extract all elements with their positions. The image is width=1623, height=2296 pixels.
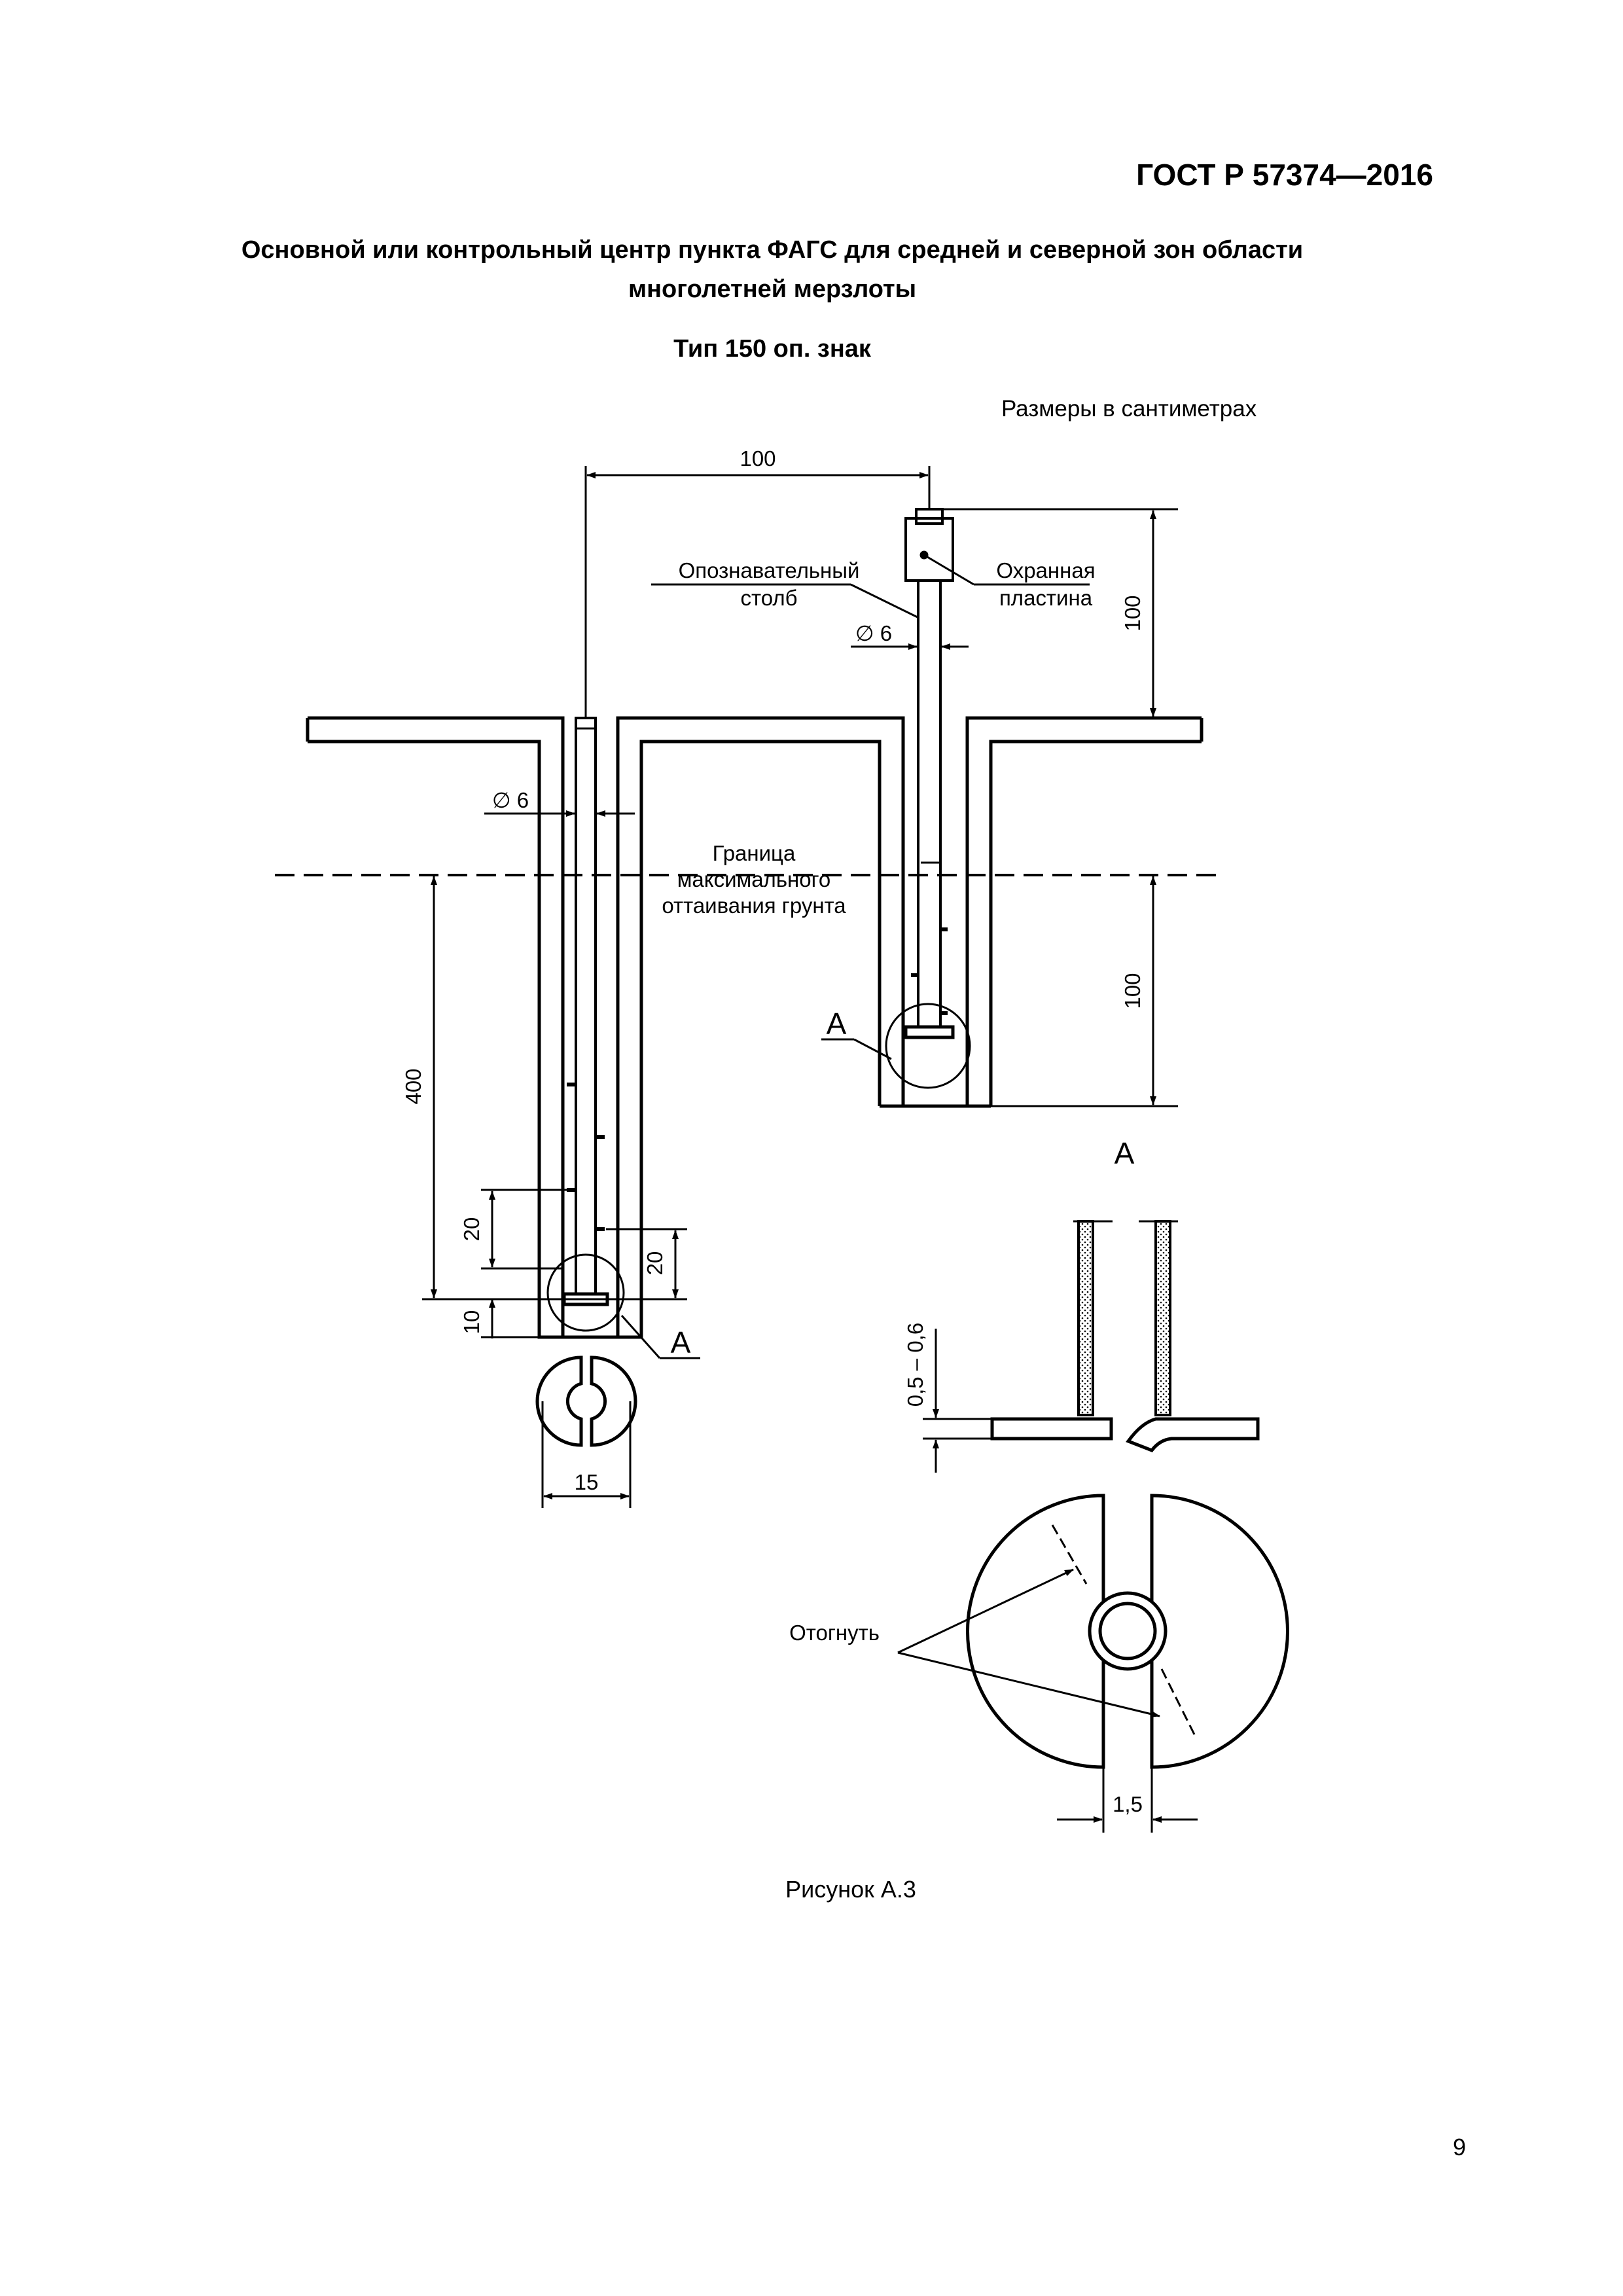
plate-label-2: пластина <box>999 586 1093 610</box>
dimension-pipe-diameter: ∅ 6 <box>484 788 635 817</box>
thaw-boundary-line: Граница максимального оттаивания грунта <box>275 841 1224 918</box>
dim-bottom-value: 10 <box>459 1310 484 1335</box>
label-bend: Отогнуть <box>789 1568 1160 1717</box>
ground-surface <box>306 716 1204 1339</box>
left-pit <box>537 717 643 1339</box>
bend-label-text: Отогнуть <box>789 1621 880 1645</box>
figure-caption: Рисунок А.3 <box>785 1876 916 1903</box>
detail-a-section <box>990 1220 1260 1453</box>
detail-a-plan-view <box>966 1494 1289 1769</box>
dim-left-depth-value: 400 <box>401 1068 425 1104</box>
dim-slot-width-value: 1,5 <box>1113 1792 1143 1816</box>
callout-a-left-letter: A <box>671 1325 691 1359</box>
dimension-disk-width: 15 <box>541 1401 632 1508</box>
right-pit <box>885 508 971 1089</box>
dim-pipe-diameter-value: ∅ 6 <box>492 788 529 812</box>
boundary-label-1: Граница <box>713 841 796 865</box>
dim-plate-thickness-value: 0,5 – 0,6 <box>903 1323 927 1407</box>
standard-number: ГОСТ Р 57374—2016 <box>1136 158 1433 192</box>
units-note: Размеры в сантиметрах <box>1001 396 1257 422</box>
dim-left-gap-value: 20 <box>459 1217 484 1242</box>
figure-title-line-1: Основной или контрольный центр пункта ФА… <box>241 236 1304 264</box>
callout-a-right: A <box>821 1007 892 1060</box>
dim-right-depth-value: 100 <box>1120 973 1145 1009</box>
figure-title-line-2: многолетней мерзлоты <box>628 276 917 303</box>
detail-a-title: A <box>1115 1136 1135 1170</box>
dimension-post-diameter: ∅ 6 <box>851 621 969 650</box>
dimension-left-gaps: 20 10 20 <box>459 1189 687 1338</box>
dim-post-diameter-value: ∅ 6 <box>855 621 892 645</box>
dimension-slot-width: 1,5 <box>1057 1767 1198 1833</box>
plate-label-1: Охранная <box>996 558 1095 583</box>
page-number: 9 <box>1452 2134 1466 2161</box>
boundary-label-2: максимального <box>677 867 831 891</box>
dim-top-spacing-value: 100 <box>740 446 776 471</box>
label-identification-post: Опознавательный столб <box>651 558 918 619</box>
disk-plan-view <box>535 1355 637 1447</box>
dim-disk-width-value: 15 <box>575 1470 599 1494</box>
dimension-right-depth: 100 <box>967 876 1178 1107</box>
post-label-2: столб <box>740 586 797 610</box>
boundary-label-3: оттаивания грунта <box>662 893 846 918</box>
dim-post-height-value: 100 <box>1120 595 1145 631</box>
post-label-1: Опознавательный <box>679 558 860 583</box>
figure-title: Основной или контрольный центр пункта ФА… <box>216 230 1329 309</box>
callout-a-right-letter: A <box>827 1007 847 1041</box>
sign-type-subtitle: Тип 150 оп. знак <box>673 335 871 363</box>
dimension-post-height: 100 <box>942 508 1178 717</box>
dim-right-gap-value: 20 <box>643 1251 667 1276</box>
dimension-left-depth: 400 <box>401 876 687 1300</box>
dimension-top-spacing: 100 <box>584 446 931 718</box>
label-protection-plate: Охранная пластина <box>923 554 1096 610</box>
dimension-plate-thickness: 0,5 – 0,6 <box>903 1323 992 1473</box>
callout-a-left: A <box>620 1315 700 1359</box>
